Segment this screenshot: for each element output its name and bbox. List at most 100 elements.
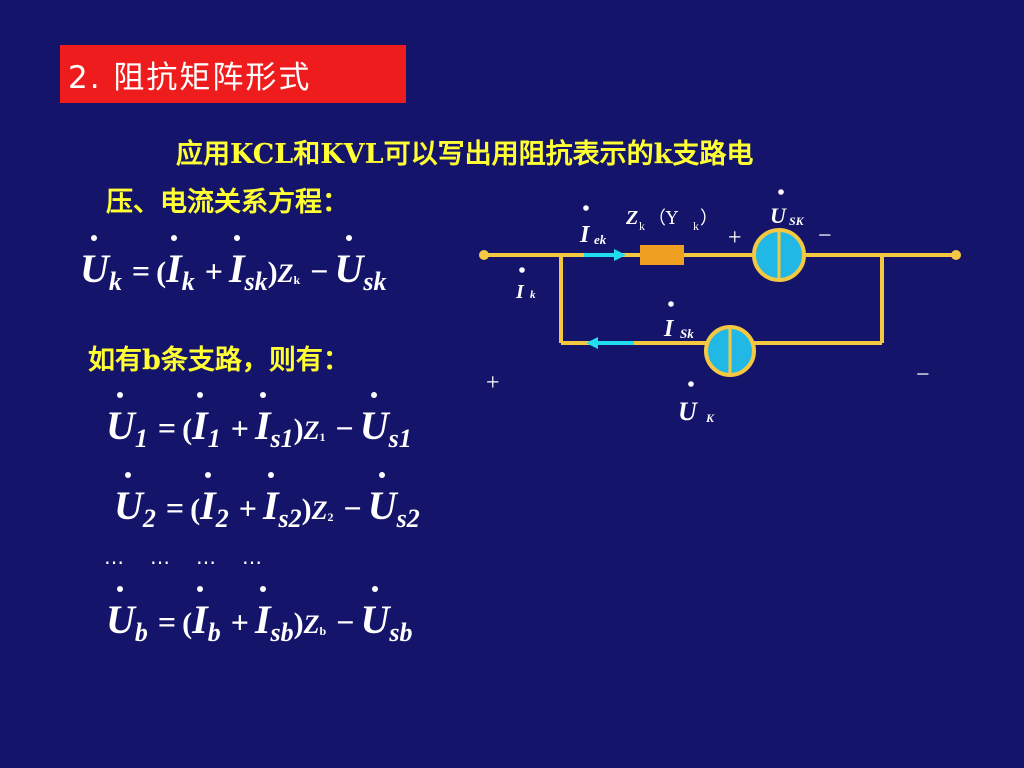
- eq-1-u: U: [106, 392, 135, 448]
- eq-k-equals: =: [131, 253, 151, 289]
- ellipsis-row: … … … …: [104, 545, 288, 569]
- eq-1-plus: +: [230, 410, 249, 446]
- equation-k: Uk =(Ik +Isk)Zk −Usk: [80, 235, 387, 297]
- eq-b-z-sub: b: [319, 624, 327, 638]
- eq-1-z: Z: [303, 416, 320, 445]
- label-iek: I: [579, 222, 591, 248]
- eq-k-z-sub: k: [293, 273, 301, 287]
- eq-2-is: I: [262, 472, 279, 528]
- equation-b: Ub =(Ib +Isb)Zb −Usb: [106, 586, 413, 648]
- ellipsis-4: …: [242, 545, 264, 569]
- eq-b-lparen: (: [182, 607, 193, 640]
- eq-2-minus: −: [343, 490, 362, 526]
- eq-2-us-sub: s2: [396, 504, 420, 533]
- label-uk: U: [678, 397, 698, 426]
- label-ik-sub: k: [530, 289, 536, 301]
- label-zk: Z: [625, 207, 638, 229]
- eq-1-us-sub: s1: [388, 424, 412, 453]
- eq-1-z-sub: 1: [319, 430, 326, 444]
- label-yk-open: （Y: [648, 208, 679, 229]
- eq-b-is: I: [254, 586, 271, 642]
- arrow-isk: [586, 337, 634, 349]
- dot-uk: [688, 381, 694, 387]
- label-yk-sub: k: [693, 219, 699, 233]
- eq-b-us-sub: sb: [389, 618, 413, 647]
- eq-k-us: U: [334, 235, 364, 291]
- label-isk-sub: Sk: [680, 326, 694, 341]
- dot-iek: [583, 205, 589, 211]
- eq-1-minus: −: [335, 410, 354, 446]
- title-box: 2. 阻抗矩阵形式: [60, 45, 406, 103]
- eq-k-plus: +: [204, 253, 223, 289]
- eq-k-rparen: ): [267, 256, 278, 289]
- label-plus-branch: +: [486, 370, 500, 396]
- label-yk-close: ）: [700, 208, 718, 229]
- dot-isk: [668, 301, 674, 307]
- label-uk-sub: K: [705, 411, 715, 425]
- eq-b-z: Z: [303, 610, 320, 639]
- eq-k-is: I: [228, 235, 245, 291]
- arrow-iek: [584, 249, 626, 261]
- eq-2-rparen: ): [301, 493, 312, 526]
- eq-2-i-sub: 2: [215, 504, 229, 533]
- eq-2-equals: =: [165, 490, 185, 526]
- eq-2-is-sub: s2: [278, 504, 302, 533]
- eq-k-i: I: [166, 235, 182, 291]
- eq-b-us: U: [360, 586, 390, 642]
- eq-2-u-sub: 2: [142, 504, 156, 533]
- label-iek-sub: ek: [594, 232, 607, 247]
- eq-1-equals: =: [157, 410, 177, 446]
- eq-b-i: I: [192, 586, 208, 642]
- terminal-right: [951, 250, 961, 260]
- eq-1-is: I: [254, 392, 271, 448]
- eq-k-i-sub: k: [181, 267, 195, 296]
- eq-b-u-sub: b: [134, 618, 148, 647]
- eq-1-rparen: ): [293, 413, 304, 446]
- eq-1-i: I: [192, 392, 208, 448]
- label-usk: U: [770, 203, 787, 228]
- label-ik: I: [515, 281, 525, 303]
- eq-2-i: I: [200, 472, 216, 528]
- eq-b-equals: =: [157, 604, 177, 640]
- eq-k-u-sub: k: [108, 267, 122, 296]
- eq-k-lparen: (: [156, 256, 167, 289]
- label-minus-source: −: [818, 223, 832, 249]
- label-minus-branch: −: [916, 362, 930, 388]
- dot-ik: [519, 267, 525, 273]
- eq-k-z: Z: [277, 259, 294, 288]
- terminal-left: [479, 250, 489, 260]
- ellipsis-3: …: [196, 545, 218, 569]
- eq-k-is-sub: sk: [244, 267, 268, 296]
- branch-text: 如有b条支路，则有：: [88, 345, 350, 376]
- eq-1-u-sub: 1: [134, 424, 148, 453]
- eq-k-minus: −: [310, 253, 329, 289]
- eq-b-u: U: [106, 586, 135, 642]
- equation-1: U1 =(I1 +Is1)Z1 −Us1: [106, 392, 412, 454]
- eq-2-plus: +: [238, 490, 257, 526]
- label-isk: I: [663, 316, 675, 342]
- eq-2-lparen: (: [190, 493, 201, 526]
- label-plus-source: +: [728, 225, 742, 251]
- eq-2-us: U: [367, 472, 397, 528]
- dot-usk: [778, 189, 784, 195]
- equation-2: U2 =(I2 +Is2)Z2 −Us2: [114, 472, 420, 534]
- label-zk-sub: k: [639, 219, 645, 233]
- eq-1-i-sub: 1: [207, 424, 221, 453]
- eq-k-u: U: [80, 235, 109, 291]
- eq-2-u: U: [114, 472, 143, 528]
- eq-1-is-sub: s1: [270, 424, 294, 453]
- ellipsis-2: …: [150, 545, 172, 569]
- intro-line-2: 压、电流关系方程：: [106, 187, 349, 218]
- eq-2-z-sub: 2: [327, 510, 334, 524]
- eq-k-us-sub: sk: [363, 267, 387, 296]
- intro-line-1: 应用KCL和KVL可以写出用阻抗表示的k支路电: [176, 139, 754, 170]
- eq-1-us: U: [359, 392, 389, 448]
- eq-b-minus: −: [336, 604, 355, 640]
- eq-b-i-sub: b: [207, 618, 221, 647]
- label-usk-sub: SK: [789, 214, 805, 228]
- eq-b-rparen: ): [293, 607, 304, 640]
- ellipsis-1: …: [104, 545, 126, 569]
- eq-1-lparen: (: [182, 413, 193, 446]
- eq-b-is-sub: sb: [270, 618, 294, 647]
